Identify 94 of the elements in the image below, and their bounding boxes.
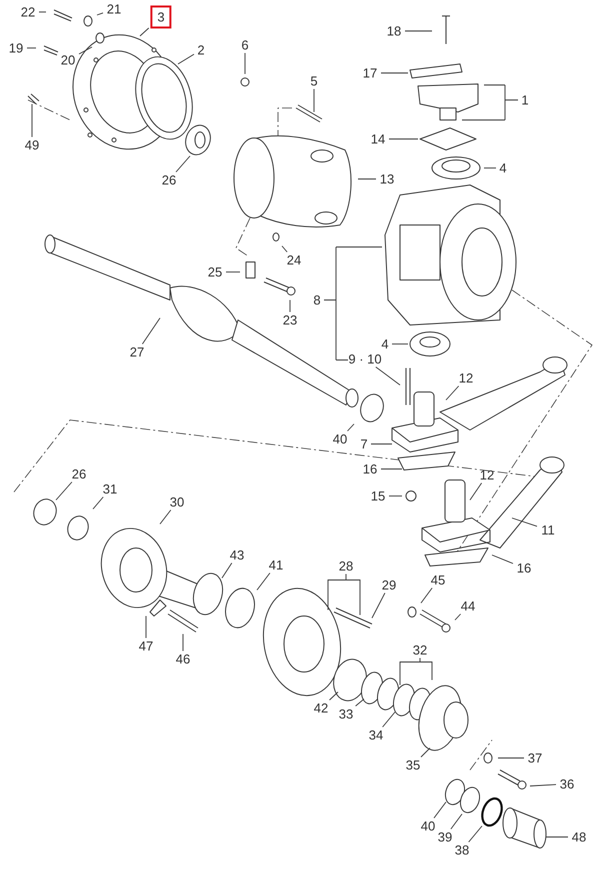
callout-number: 20	[60, 54, 76, 66]
highlighted-callout-number: 3	[150, 6, 172, 28]
leader-line	[160, 510, 172, 524]
leader-line	[420, 748, 430, 758]
leader-line	[512, 518, 538, 527]
leader-line	[244, 52, 246, 74]
callout-number: 23	[282, 314, 298, 326]
leader-line	[380, 72, 408, 74]
leader-line	[142, 318, 160, 344]
leader-line	[468, 826, 482, 842]
callout-number: 14	[370, 132, 386, 146]
leader-line	[530, 784, 556, 786]
callout-number: 21	[106, 2, 122, 16]
leader-line	[96, 12, 104, 16]
callout-number: 36	[560, 778, 574, 790]
leader-line	[400, 658, 432, 686]
leader-line	[328, 574, 360, 616]
callout-number: 17	[362, 66, 378, 80]
callout-number: 1	[521, 94, 529, 106]
leader-line	[78, 46, 92, 54]
callout-number: 33	[338, 708, 354, 720]
callout-number: 46	[176, 652, 190, 666]
leader-line	[462, 84, 518, 120]
leader-line	[178, 54, 194, 64]
callout-number: 38	[454, 844, 470, 856]
callout-number: 48	[572, 830, 586, 844]
leader-line	[454, 614, 462, 620]
leader-line	[446, 386, 460, 400]
callout-number: 16	[362, 462, 378, 476]
callout-number: 12	[480, 468, 494, 482]
leader-line	[372, 592, 386, 618]
callout-number: 40	[332, 432, 348, 446]
callout-number: 28	[338, 560, 354, 572]
callout-number: 29	[382, 578, 396, 592]
leader-line	[324, 246, 382, 360]
callout-number: 45	[430, 574, 446, 586]
callout-number: 27	[130, 346, 144, 358]
callout-number: 6	[241, 38, 249, 52]
leader-line	[182, 634, 184, 652]
leader-line	[382, 712, 396, 728]
leader-line	[404, 30, 432, 32]
callout-number: 31	[102, 482, 118, 496]
leader-line	[222, 562, 232, 578]
leader-line	[347, 424, 354, 432]
callout-number: 41	[268, 558, 284, 572]
callout-number: 49	[24, 138, 40, 152]
callout-number: 32	[412, 644, 428, 656]
callout-number: 30	[170, 496, 184, 508]
callout-number: 24	[286, 254, 302, 266]
callout-number: 34	[368, 728, 384, 742]
callout-number: 4	[381, 338, 389, 350]
callout-number: 25	[208, 266, 222, 278]
callout-number: 13	[380, 172, 394, 186]
leader-line	[546, 836, 568, 838]
leader-line	[492, 554, 514, 564]
leader-line	[355, 698, 364, 706]
callout-number: 7	[360, 438, 368, 450]
callout-number: 26	[162, 174, 176, 186]
callout-number: 26	[72, 468, 86, 480]
leader-line	[256, 572, 270, 590]
callout-number: 47	[138, 640, 154, 652]
leader-line	[282, 246, 288, 252]
callout-number: 11	[541, 524, 555, 536]
callout-number: 22	[20, 6, 36, 18]
callout-number: 39	[438, 830, 452, 844]
callout-number: 16	[516, 562, 532, 574]
callout-number: 35	[406, 758, 420, 772]
callout-number: 15	[370, 490, 386, 502]
leader-line	[176, 156, 190, 172]
leader-line	[92, 496, 104, 510]
callout-number: 18	[386, 24, 402, 38]
leader-line	[420, 588, 433, 604]
leader-line	[56, 482, 72, 500]
leader-line	[358, 178, 376, 180]
leader-line	[434, 802, 446, 818]
leader-line	[380, 468, 402, 470]
leader-line	[140, 28, 150, 36]
leader-line	[470, 482, 482, 500]
callout-number: 9 · 10	[348, 352, 382, 366]
callout-number: 8	[313, 294, 321, 306]
callout-number: 19	[8, 42, 24, 54]
leader-line	[375, 366, 400, 386]
leader-line	[388, 138, 418, 140]
callout-number: 44	[460, 600, 476, 612]
callout-number: 37	[528, 752, 542, 764]
callout-number: 12	[458, 372, 474, 384]
callout-number: 40	[420, 820, 436, 832]
callout-number: 42	[314, 702, 328, 714]
callout-number: 43	[230, 548, 244, 562]
leader-line	[450, 814, 462, 830]
callout-number: 5	[310, 74, 318, 88]
callout-number: 4	[499, 162, 507, 174]
leader-line	[329, 692, 338, 700]
callout-number: 2	[197, 44, 205, 56]
